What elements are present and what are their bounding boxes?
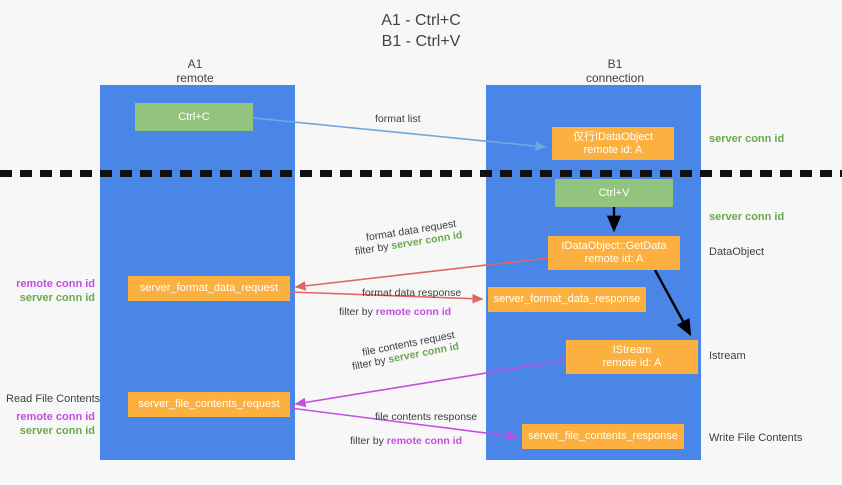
annotation-dataobject: DataObject bbox=[709, 246, 765, 258]
edge-label-format-list: format list bbox=[375, 112, 421, 127]
column-b1-name: B1 bbox=[607, 57, 623, 71]
annotation-server-conn-id-mid: server conn id bbox=[709, 211, 785, 223]
phase-divider bbox=[0, 170, 842, 177]
annotation-server-conn-id-1: server conn id bbox=[19, 292, 95, 304]
node-getdata-title: IDataObject::GetData bbox=[561, 240, 667, 252]
filter-prefix: filter by bbox=[339, 306, 376, 318]
edge-filter-format-data-response: filter by remote conn id bbox=[339, 305, 451, 320]
annotation-conn-ids-bottom: remote conn id server conn id bbox=[10, 410, 95, 438]
edge-format-data-response-text: format data response bbox=[362, 287, 462, 299]
annotation-remote-conn-id-2: remote conn id bbox=[16, 411, 95, 423]
node-istream[interactable]: IStream remote id: A bbox=[566, 340, 698, 374]
filter-prefix: filter by bbox=[354, 240, 393, 258]
node-server-format-data-response[interactable]: server_format_data_response bbox=[488, 287, 646, 312]
node-getdata-remote-id: remote id: A bbox=[584, 253, 644, 265]
filter-value-remote-conn-id: remote conn id bbox=[386, 435, 463, 447]
annotation-istream: Istream bbox=[709, 350, 746, 362]
node-ctrl-v-label: Ctrl+V bbox=[598, 186, 630, 199]
node-server-format-data-response-label: server_format_data_response bbox=[493, 293, 641, 305]
title-line-1: A1 - Ctrl+C bbox=[381, 12, 461, 29]
node-istream-title: IStream bbox=[612, 344, 652, 356]
column-a1-role: remote bbox=[176, 71, 214, 85]
filter-prefix: filter by bbox=[351, 353, 390, 373]
node-ctrl-c-label: Ctrl+C bbox=[178, 110, 210, 123]
node-server-format-data-request-label: server_format_data_request bbox=[139, 282, 279, 294]
node-idataobject-remote-id: remote id: A bbox=[583, 143, 643, 156]
annotation-write-file-contents: Write File Contents bbox=[709, 432, 803, 444]
node-idataobject-title: 仅行IDataObject bbox=[572, 130, 654, 143]
edge-filter-file-contents-response: filter by remote conn id bbox=[350, 434, 462, 449]
page-title: A1 - Ctrl+C B1 - Ctrl+V bbox=[0, 10, 842, 52]
annotation-server-conn-id-top: server conn id bbox=[709, 133, 785, 145]
node-ctrl-v[interactable]: Ctrl+V bbox=[555, 179, 673, 207]
filter-prefix: filter by bbox=[350, 435, 387, 447]
column-b1-role: connection bbox=[585, 71, 645, 85]
node-server-file-contents-request-label: server_file_contents_request bbox=[138, 398, 280, 410]
edge-file-contents-response-text: file contents response bbox=[375, 411, 478, 423]
column-a1-name: A1 bbox=[187, 57, 203, 71]
edge-label-file-contents-response: file contents response bbox=[375, 410, 477, 425]
node-ctrl-c[interactable]: Ctrl+C bbox=[135, 103, 253, 131]
title-line-2: B1 - Ctrl+V bbox=[381, 33, 461, 50]
annotation-read-file-contents: Read File Contents bbox=[6, 393, 101, 405]
column-header-b1: B1 connection bbox=[555, 57, 675, 85]
node-server-file-contents-response[interactable]: server_file_contents_response bbox=[522, 424, 684, 449]
column-header-a1: A1 remote bbox=[140, 57, 250, 85]
node-server-file-contents-request[interactable]: server_file_contents_request bbox=[128, 392, 290, 417]
annotation-conn-ids-top: remote conn id server conn id bbox=[10, 277, 95, 305]
node-idataobject[interactable]: 仅行IDataObject remote id: A bbox=[552, 127, 674, 160]
node-server-file-contents-response-label: server_file_contents_response bbox=[528, 430, 678, 442]
annotation-remote-conn-id-1: remote conn id bbox=[16, 278, 95, 290]
node-server-format-data-request[interactable]: server_format_data_request bbox=[128, 276, 290, 301]
node-idataobject-getdata[interactable]: IDataObject::GetData remote id: A bbox=[548, 236, 680, 270]
filter-value-remote-conn-id: remote conn id bbox=[375, 306, 452, 318]
annotation-server-conn-id-2: server conn id bbox=[19, 425, 95, 437]
edge-format-list-text: format list bbox=[375, 113, 421, 125]
node-istream-remote-id: remote id: A bbox=[602, 357, 662, 369]
edge-label-format-data-response: format data response bbox=[362, 286, 461, 301]
